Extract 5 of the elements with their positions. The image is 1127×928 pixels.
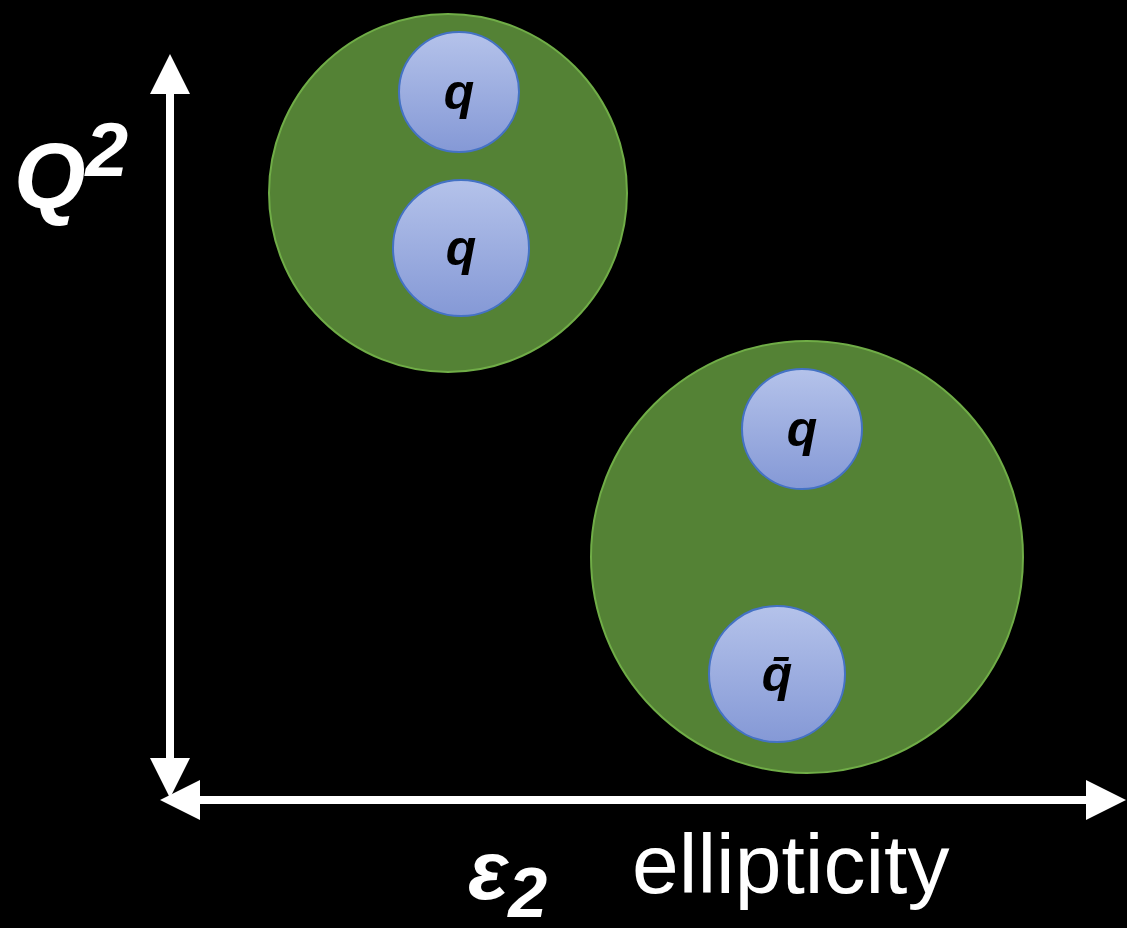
quark-circle: q̄ (708, 605, 846, 743)
quark-circle: q (741, 368, 863, 490)
quark-circle: q (398, 31, 520, 153)
quark-circle: q (392, 179, 530, 317)
axis-label: ε$_{2}$ (468, 828, 548, 928)
